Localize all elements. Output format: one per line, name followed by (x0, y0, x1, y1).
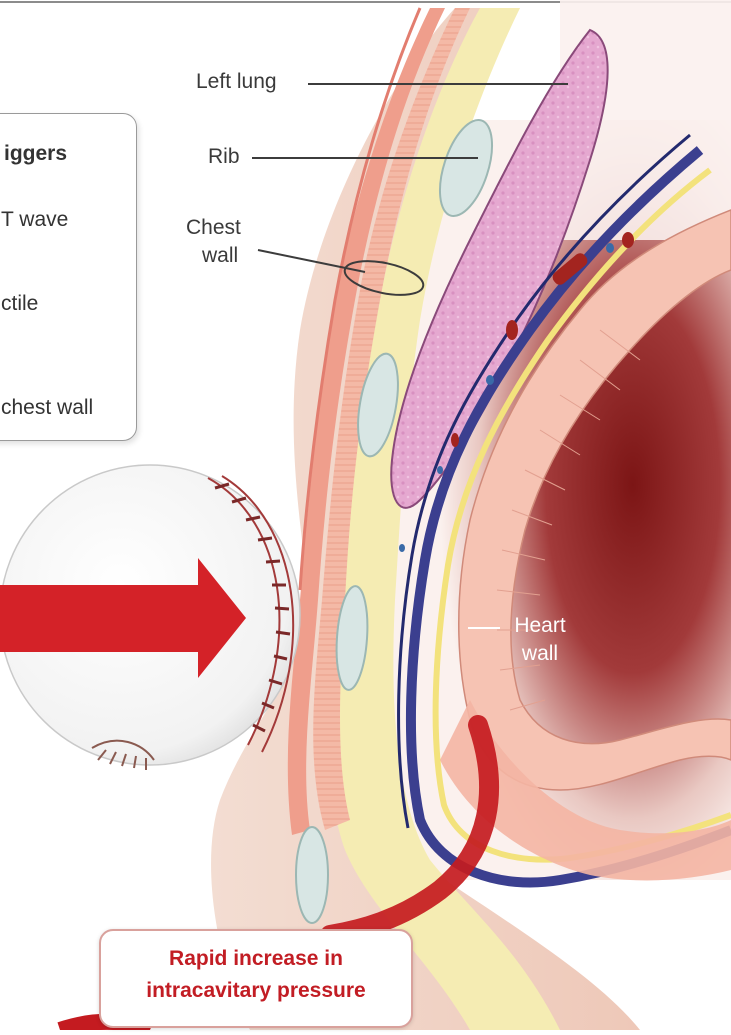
left-lung-label: Left lung (196, 70, 277, 94)
info-box-title: iggers (4, 142, 67, 166)
pressure-callout: Rapid increase in intracavitary pressure (99, 929, 413, 1028)
callout-line2: intracavitary pressure (101, 975, 411, 1007)
rib-label: Rib (208, 145, 240, 169)
chest-wall-label-line1: Chest (186, 216, 241, 240)
chest-wall-label-line2: wall (202, 244, 238, 268)
triggers-info-box: iggers T wave ctile chest wall (0, 113, 137, 441)
heart-wall-label-line1: Heart (500, 614, 580, 638)
info-box-line: T wave (1, 208, 68, 232)
info-box-line: chest wall (1, 396, 93, 420)
heart-wall-label-line2: wall (500, 642, 580, 666)
callout-line1: Rapid increase in (101, 943, 411, 975)
info-box-line: ctile (1, 292, 38, 316)
